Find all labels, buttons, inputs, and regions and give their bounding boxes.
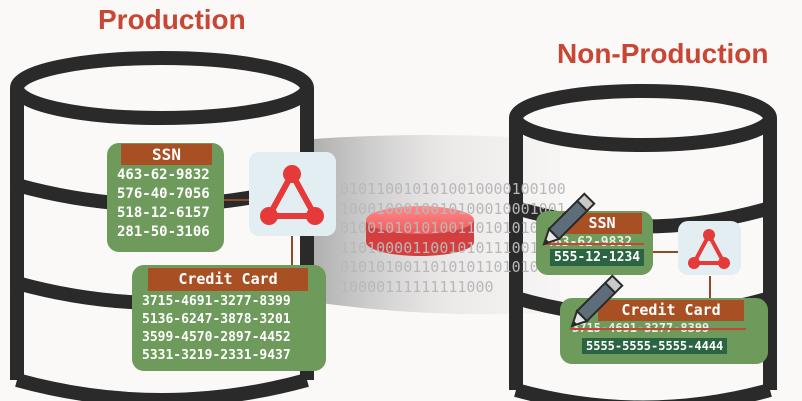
production-ssn-card: SSN 463-62-9832 576-40-7056 518-12-6157 …: [107, 143, 224, 252]
credit-card-value: 5331-3219-2331-9437: [142, 348, 291, 363]
production-credit-card-card: Credit Card 3715-4691-3277-8399 5136-624…: [132, 265, 326, 371]
ssn-value: 576-40-7056: [117, 186, 210, 202]
non-production-masking-box: [678, 221, 741, 275]
credit-card-header: Credit Card: [148, 268, 308, 291]
ssn-value: 518-12-6157: [117, 205, 210, 221]
credit-card-value: 5136-6247-3878-3201: [142, 312, 291, 327]
credit-card-header: Credit Card: [598, 300, 744, 321]
binary-line: 010010101010011010101011: [340, 219, 557, 237]
binary-line: 10000111111111000: [340, 277, 494, 296]
non-production-connectors: [650, 251, 711, 300]
ssn-value: 463-62-9832: [117, 167, 210, 183]
production-title: Production: [98, 4, 246, 35]
binary-stream: 0101100101010010000100100 10001000100101…: [340, 180, 566, 297]
masked-credit-card-value: 5555-5555-5555-4444: [582, 338, 728, 354]
pencil-icon: [570, 274, 624, 328]
strikethrough: [570, 328, 746, 330]
data-disc-icon: [366, 206, 474, 256]
ssn-header: SSN: [121, 144, 212, 165]
masking-triangle-icon: [688, 229, 730, 269]
ssn-header: SSN: [562, 213, 642, 234]
masking-triangle-icon: [260, 165, 324, 225]
strikethrough: [544, 243, 644, 245]
production-connectors: [223, 199, 293, 268]
credit-card-value: 3599-4570-2897-4452: [142, 330, 291, 345]
production-masking-box: [249, 152, 336, 236]
pencil-icon: [542, 192, 596, 246]
binary-line: 11010000110010101110010: [340, 238, 548, 257]
binary-line: 0101100101010010000100100: [340, 180, 566, 198]
original-ssn-value: 463-62-9832: [546, 235, 632, 250]
binary-line: 1000100010010100010001001: [340, 199, 566, 218]
credit-card-value: 3715-4691-3277-8399: [142, 294, 291, 309]
binary-line: 010101001101010110101010: [340, 258, 557, 276]
ssn-value: 281-50-3106: [117, 224, 210, 240]
non-production-title: Non-Production: [557, 38, 769, 69]
masked-ssn-value: 555-12-1234: [550, 249, 645, 266]
